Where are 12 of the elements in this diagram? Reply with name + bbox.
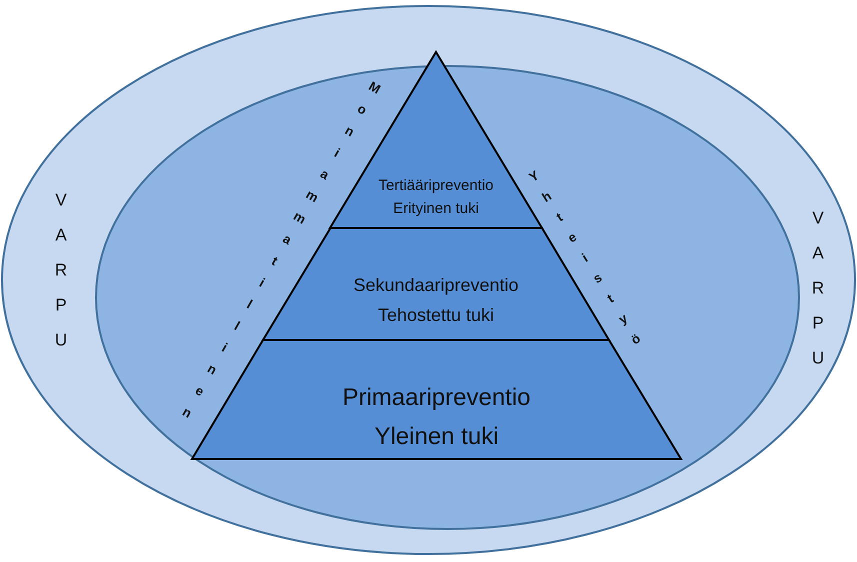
ellipse bbox=[95, 65, 800, 530]
diagonal-label: Yhteistyö bbox=[525, 166, 644, 350]
vertical-label: VARPU bbox=[812, 208, 824, 370]
tier-subtitle: Yleinen tuki bbox=[374, 422, 499, 452]
tier-subtitle: Tehostettu tuki bbox=[378, 304, 494, 327]
tier-title: Sekundaaripreventio bbox=[353, 274, 519, 297]
ellipse bbox=[1, 5, 856, 555]
vertical-label: VARPU bbox=[54, 190, 68, 352]
tier-subtitle: Erityinen tuki bbox=[393, 199, 479, 219]
tier-title: Primaaripreventio bbox=[342, 383, 531, 413]
pyramid-tier bbox=[330, 52, 542, 228]
tier-title: Tertiääripreventio bbox=[378, 176, 494, 196]
